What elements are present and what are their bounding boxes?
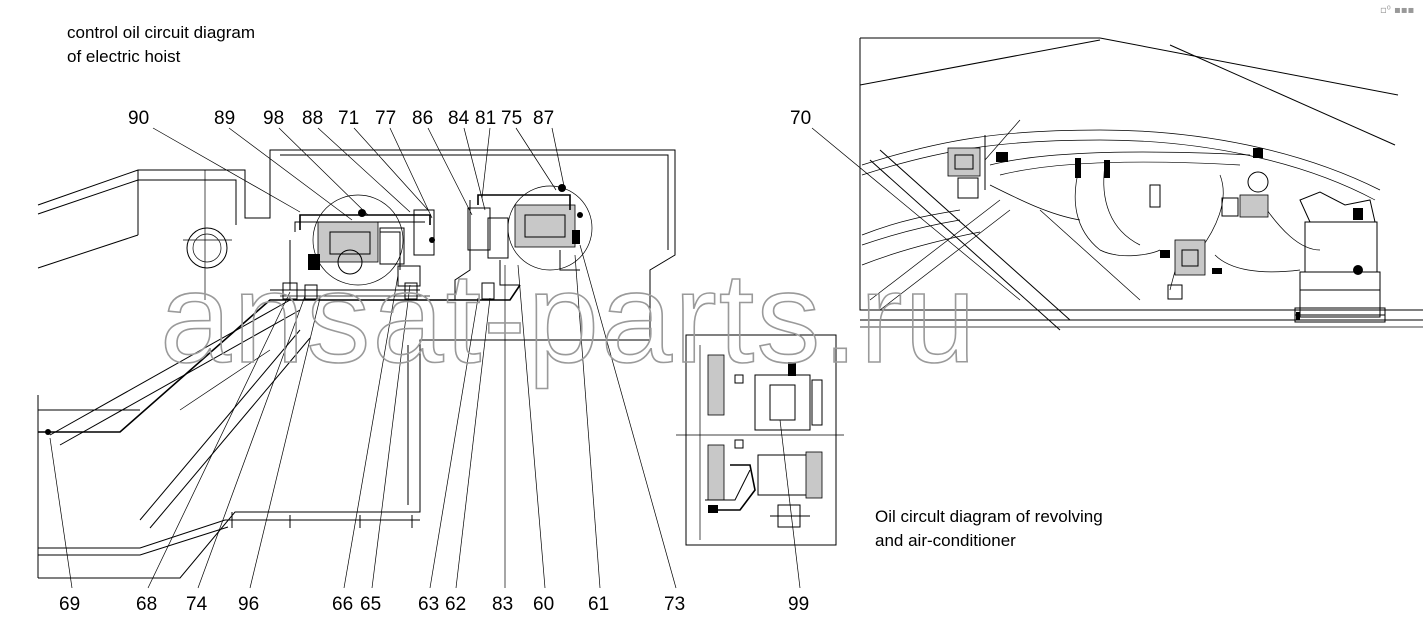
callout-71: 71 — [338, 108, 359, 129]
callout-88: 88 — [302, 108, 323, 129]
callout-98: 98 — [263, 108, 284, 129]
callout-69: 69 — [59, 594, 80, 615]
callout-62: 62 — [445, 594, 466, 615]
leader-line-70 — [811, 127, 1021, 301]
caption-left-line1: control oil circuit diagram — [67, 23, 255, 42]
callout-86: 86 — [412, 108, 433, 129]
callout-74: 74 — [186, 594, 208, 615]
pipe-fittings — [282, 282, 495, 300]
callout-61: 61 — [588, 594, 609, 615]
bottom-callout-labels: 69 68 74 96 66 65 63 62 83 60 61 73 99 — [59, 594, 809, 615]
callout-87: 87 — [533, 108, 554, 129]
callout-81: 81 — [475, 108, 496, 129]
leader-line-right-aux — [984, 119, 1021, 161]
callout-66: 66 — [332, 594, 353, 615]
leader-lines-left — [49, 127, 677, 589]
corner-mark: ▫︎⁰ ▪▪▪ — [1380, 5, 1414, 16]
callout-68: 68 — [136, 594, 157, 615]
callout-63: 63 — [418, 594, 439, 615]
hoist-valve-cluster-left — [289, 194, 435, 290]
right-frame-drawing — [859, 37, 1423, 331]
callout-90: 90 — [128, 108, 149, 129]
callout-73: 73 — [664, 594, 685, 615]
callout-60: 60 — [533, 594, 554, 615]
callout-84: 84 — [448, 108, 470, 129]
revolving-pump-box — [676, 334, 844, 589]
callout-75: 75 — [501, 108, 522, 129]
callout-89: 89 — [214, 108, 235, 129]
callout-96: 96 — [238, 594, 259, 615]
watermark-text: ansat-parts.ru — [160, 247, 978, 390]
hoist-valve-cluster-right — [454, 184, 593, 300]
top-callout-labels: 90 89 98 88 71 77 86 84 81 75 87 70 — [128, 108, 811, 129]
callout-65: 65 — [360, 594, 381, 615]
callout-77: 77 — [375, 108, 396, 129]
caption-left-line2: of electric hoist — [67, 47, 181, 66]
caption-right-line1: Oil circult diagram of revolving — [875, 507, 1103, 526]
callout-70: 70 — [790, 108, 811, 129]
callout-99: 99 — [788, 594, 809, 615]
caption-right-line2: and air-conditioner — [875, 531, 1016, 550]
callout-83: 83 — [492, 594, 513, 615]
